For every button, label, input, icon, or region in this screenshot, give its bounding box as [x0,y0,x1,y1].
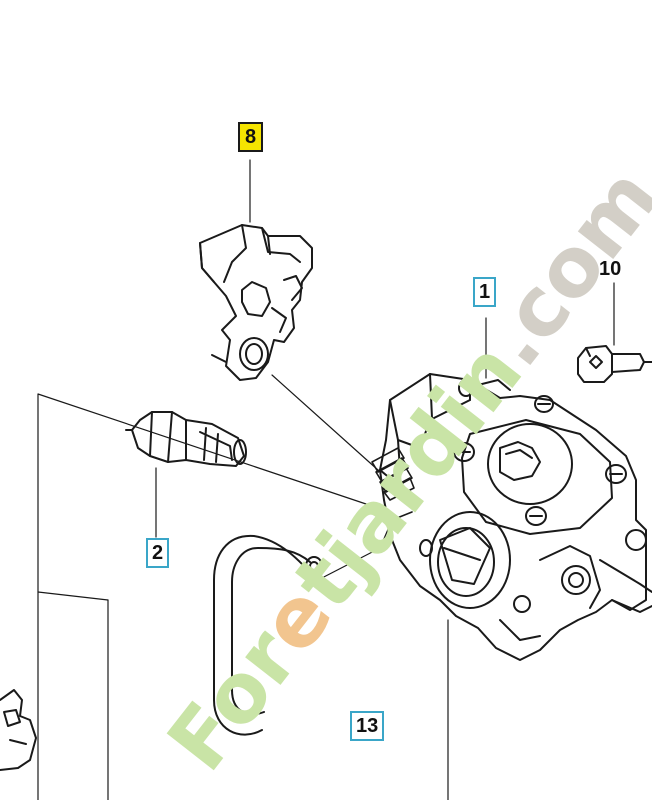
partial-part-bottom-left [0,689,37,771]
leader-8-to-carb [271,374,379,471]
bracket-left [37,393,373,800]
part-8-holder [199,224,313,381]
callout-part-2[interactable]: 2 [146,538,170,568]
callout-part-1[interactable]: 1 [473,277,497,307]
callout-part-10[interactable]: 10 [599,258,622,280]
spring [371,447,415,521]
part-10-screw [577,345,652,383]
part-2-connector [125,411,247,467]
callout-part-8[interactable]: 8 [238,122,264,152]
leader-lines [37,159,615,800]
bracket-inner [38,598,108,800]
bracket-connector [37,591,109,601]
callout-part-13[interactable]: 13 [350,711,385,741]
fuel-hose [213,534,323,736]
part-1-carburettor [379,373,652,661]
leader-hose [317,519,393,581]
